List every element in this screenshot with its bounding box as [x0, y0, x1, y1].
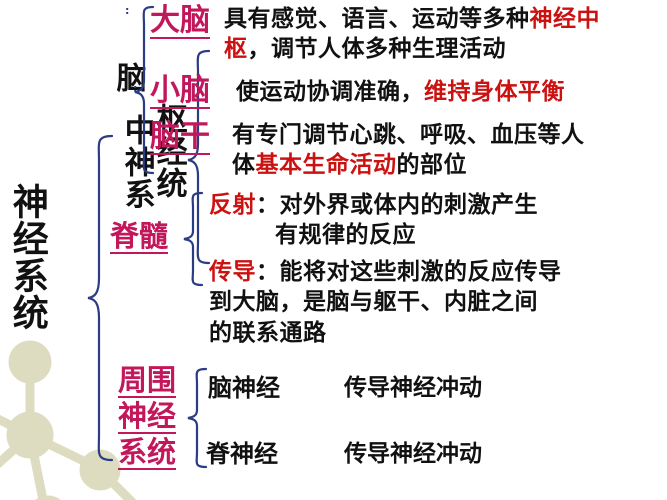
central-label-col-right: 中神系 — [118, 114, 155, 210]
peripheral-item-function-1: 传导神经冲动 — [344, 441, 482, 467]
brain-brace-dots-2-icon: : — [133, 82, 138, 95]
brain-part-desc-2: 有专门调节心跳、呼吸、血压等人 体基本生命活动的部位 — [232, 120, 667, 181]
desc-line: 有专门调节心跳、呼吸、血压等人 — [232, 122, 585, 148]
spinal-cord-label: 脊髓 — [110, 219, 169, 254]
root-label: 神经系统 — [6, 183, 48, 331]
spinal-cord-name: 脊髓 — [110, 219, 169, 254]
brain-part-name-0: 大脑 — [150, 3, 210, 39]
spinal-function-1: 传导：能将对这些刺激的反应传导 到大脑，是脑与躯干、内脏之间 的联系通路 — [209, 257, 667, 348]
peripheral-label-line-1: 神经 — [118, 399, 177, 434]
function-line: 到大脑，是脑与躯干、内脏之间 — [209, 289, 538, 316]
peripheral-item-name-1: 脊神经 — [206, 440, 278, 468]
desc-line: 体基本生命活动的部位 — [232, 152, 467, 179]
brain-part-name-1: 小脑 — [150, 73, 210, 109]
brain-part-label-0: 大脑 — [150, 6, 210, 39]
peripheral-label-line-2: 系统 — [118, 435, 177, 470]
function-line: 反射：对外界或体内的刺激产生 — [209, 192, 538, 218]
peripheral-label-line-0: 周围 — [118, 363, 177, 398]
brain-part-name-2: 脑干 — [150, 119, 210, 155]
brain-part-desc-1: 使运动协调准确，维持身体平衡 — [236, 77, 667, 107]
peripheral-brace-icon — [187, 367, 208, 469]
brain-part-desc-0: 具有感觉、语言、运动等多种神经中 枢，调节人体多种生理活动 — [224, 4, 667, 65]
desc-line: 使运动协调准确，维持身体平衡 — [236, 79, 565, 105]
desc-line: 具有感觉、语言、运动等多种神经中 — [224, 6, 600, 32]
root-brace-icon — [87, 134, 114, 462]
brain-part-label-1: 小脑 — [150, 76, 210, 109]
peripheral-item-name-0: 脑神经 — [208, 374, 280, 402]
function-line: 的联系通路 — [209, 319, 327, 346]
central-label-col-left: 枢经统 — [150, 103, 187, 199]
function-line: 传导：能将对这些刺激的反应传导 — [209, 259, 562, 285]
brain-part-label-2: 脑干 — [150, 122, 210, 155]
spinal-function-0: 反射：对外界或体内的刺激产生 有规律的反应 — [209, 190, 667, 251]
desc-line: 枢，调节人体多种生理活动 — [224, 36, 506, 63]
spinal-functions-brace-icon — [183, 191, 204, 287]
peripheral-item-function-0: 传导神经冲动 — [344, 375, 482, 401]
function-line: 有规律的反应 — [275, 222, 416, 249]
brain-brace-dots-icon: : — [125, 4, 130, 17]
spinal-function-name-1: 传导 — [209, 259, 256, 285]
spinal-function-name-0: 反射 — [209, 192, 256, 218]
brain-label: 脑 — [110, 62, 146, 93]
